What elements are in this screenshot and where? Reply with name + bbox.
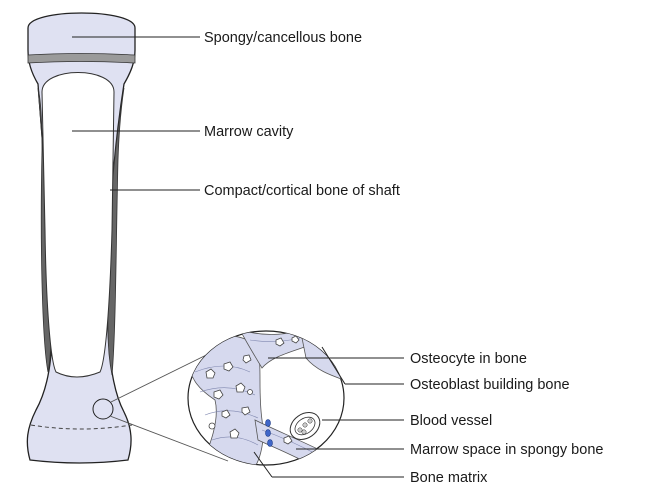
- label-spongy-bone: Spongy/cancellous bone: [204, 30, 362, 46]
- label-marrow-space: Marrow space in spongy bone: [410, 442, 603, 458]
- label-compact-bone: Compact/cortical bone of shaft: [204, 183, 400, 199]
- marrow-cavity: [42, 73, 114, 378]
- label-osteoblast: Osteoblast building bone: [410, 377, 570, 393]
- label-marrow-cavity: Marrow cavity: [204, 124, 294, 140]
- growth-plate: [28, 54, 135, 64]
- label-osteocyte: Osteocyte in bone: [410, 351, 527, 367]
- label-blood-vessel: Blood vessel: [410, 413, 492, 429]
- label-bone-matrix: Bone matrix: [410, 470, 488, 486]
- long-bone: [27, 13, 135, 463]
